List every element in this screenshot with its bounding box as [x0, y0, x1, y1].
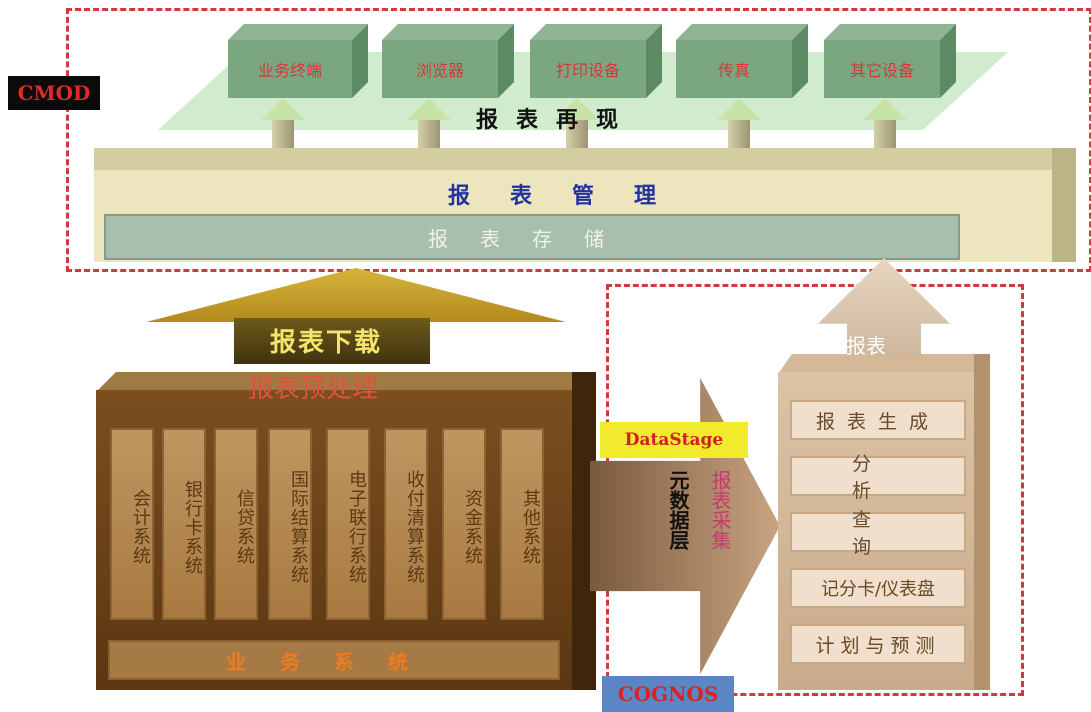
report-label: 报表	[846, 334, 886, 358]
report-panel-top	[778, 354, 988, 374]
system-bank-card: 银行卡系统	[162, 428, 206, 620]
storage-bar: 报表存储	[104, 214, 960, 260]
channel-label: 打印设备	[530, 40, 646, 98]
pillar-arrowhead	[555, 98, 599, 120]
business-systems-bar: 业务系统	[108, 640, 560, 680]
report-panel-side	[974, 354, 990, 690]
management-label: 报表管理	[448, 184, 697, 209]
reproduction-label: 报表再现	[476, 108, 637, 133]
cognos-tag: COGNOS	[602, 676, 734, 712]
channel-cube-terminal: 业务终端	[228, 24, 368, 98]
channel-label: 浏览器	[382, 40, 498, 98]
system-clearing: 收付清算系统	[384, 428, 428, 620]
download-arrow-head	[146, 268, 566, 322]
channel-label: 业务终端	[228, 40, 352, 98]
system-intl-settlement: 国际结算系统	[268, 428, 312, 620]
channel-cube-printer: 打印设备	[530, 24, 662, 98]
function-scorecard-dashboard: 记分卡/仪表盘	[790, 568, 966, 608]
channel-label: 其它设备	[824, 40, 940, 98]
system-other: 其他系统	[500, 428, 544, 620]
pillar-arrowhead	[261, 98, 305, 120]
channel-cube-browser: 浏览器	[382, 24, 514, 98]
cmod-tag: CMOD	[8, 76, 100, 110]
management-block-top	[94, 148, 1052, 172]
pillar-arrowhead	[863, 98, 907, 120]
channel-label: 传真	[676, 40, 792, 98]
download-label: 报表下载	[270, 328, 383, 358]
function-analysis: 分析	[790, 453, 966, 502]
cmod-boundary	[66, 8, 1091, 272]
function-planning-forecast: 计划与预测	[790, 624, 966, 664]
download-arrow-shaft	[234, 318, 430, 364]
metadata-label: 元数据层	[666, 470, 690, 550]
system-accounting: 会计系统	[110, 428, 154, 620]
function-report-generation: 报表生成	[790, 400, 966, 440]
pillar-arrowhead	[717, 98, 761, 120]
channel-cube-other: 其它设备	[824, 24, 956, 98]
system-credit: 信贷系统	[214, 428, 258, 620]
channel-cube-fax: 传真	[676, 24, 808, 98]
system-treasury: 资金系统	[442, 428, 486, 620]
system-e-interbank: 电子联行系统	[326, 428, 370, 620]
datastage-tag: DataStage	[600, 422, 748, 458]
function-query: 查询	[790, 509, 966, 558]
collection-label: 报表采集	[708, 470, 732, 550]
management-block-side	[1052, 148, 1076, 262]
preprocess-label: 报表预处理	[248, 374, 379, 404]
systems-box-top	[96, 372, 594, 392]
pillar-arrowhead	[407, 98, 451, 120]
